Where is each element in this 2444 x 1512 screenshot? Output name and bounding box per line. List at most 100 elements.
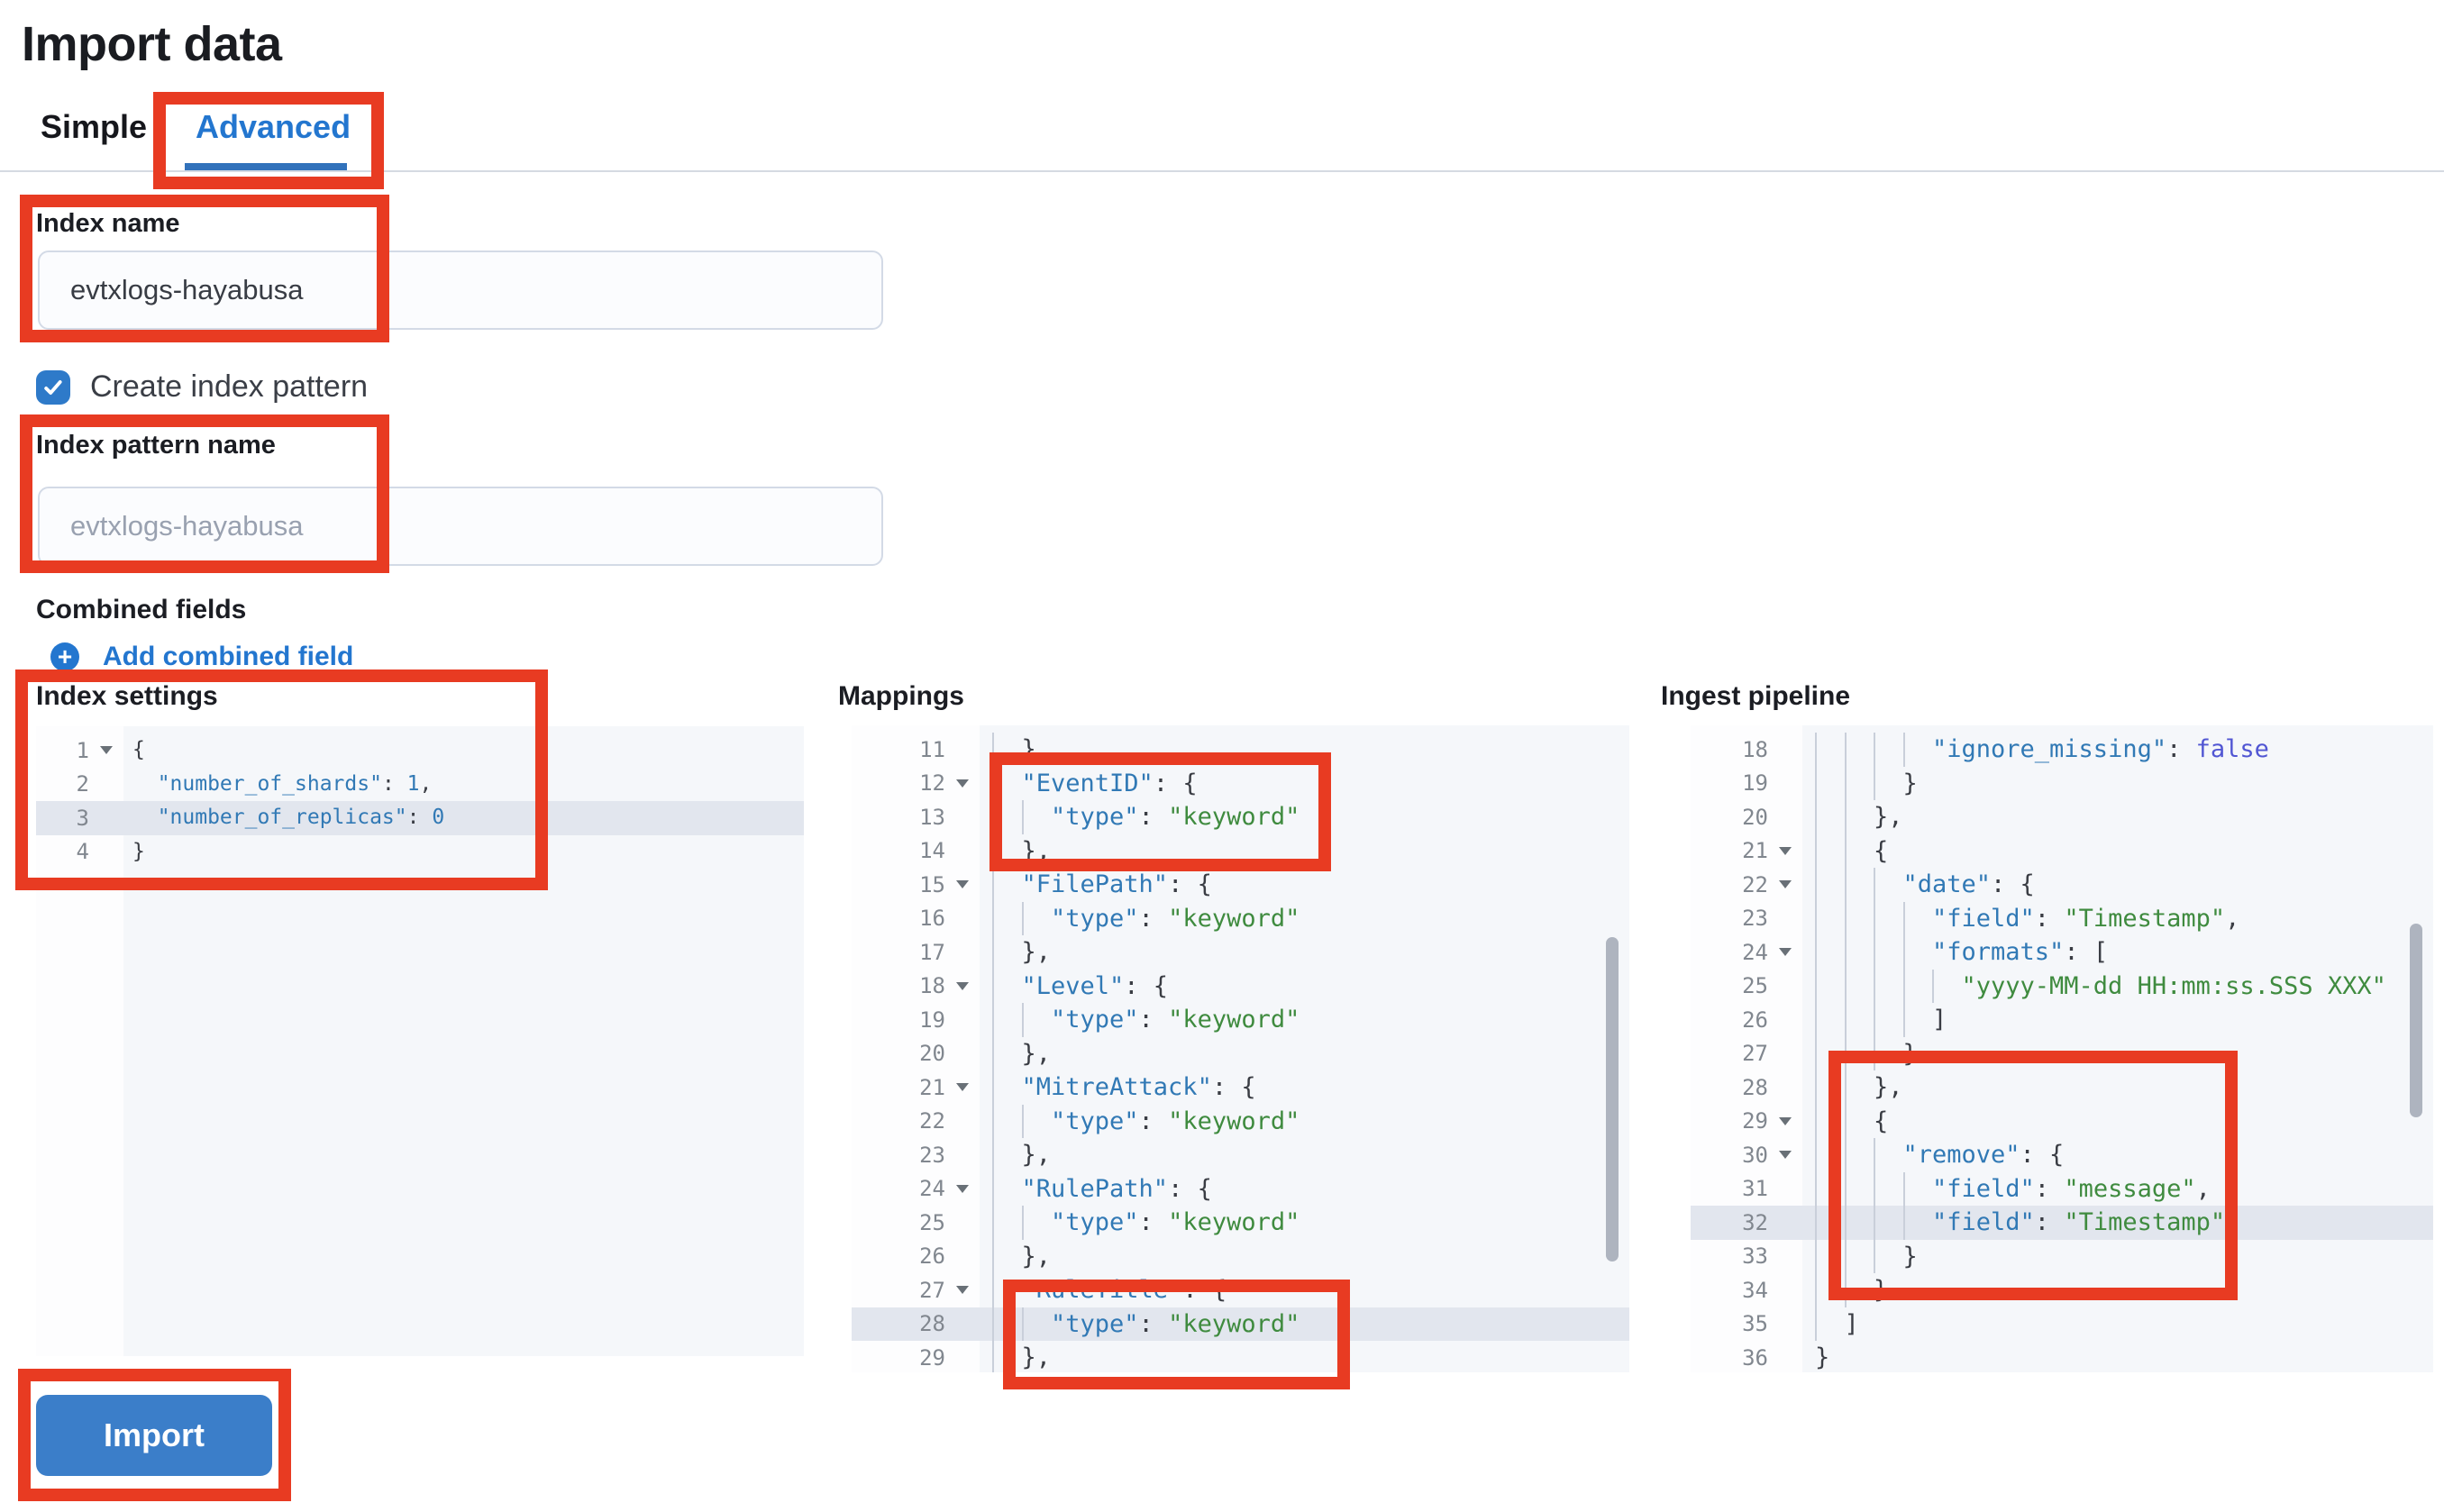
line-number: 11 (919, 736, 945, 762)
line-number: 28 (852, 1307, 980, 1341)
vertical-scrollbar[interactable] (1606, 937, 1619, 1262)
line-number: 23 (919, 1142, 945, 1168)
line-number: 34 (1742, 1277, 1768, 1303)
fold-arrow-icon[interactable] (1779, 948, 1792, 957)
indent-guide (992, 1138, 994, 1172)
indent-guide (1815, 935, 1817, 970)
checkbox-checked-icon[interactable] (36, 369, 70, 405)
indent-guide (1844, 1206, 1847, 1240)
code-line: }, (980, 935, 1629, 970)
indent-guide (1021, 1003, 1024, 1037)
fold-arrow-icon[interactable] (1779, 1151, 1792, 1160)
indent-guide (992, 935, 994, 970)
code-line: }, (980, 1239, 1629, 1273)
line-number: 13 (919, 804, 945, 830)
active-tab-underline (185, 163, 347, 172)
code-line: }, (980, 1036, 1629, 1070)
header-divider (0, 170, 2444, 172)
code-line: ] (1802, 1003, 2433, 1037)
line-number: 26 (1742, 1006, 1768, 1033)
fold-arrow-icon[interactable] (1779, 880, 1792, 889)
index-name-input[interactable] (38, 250, 883, 330)
check-icon (44, 379, 62, 395)
code-line: "number_of_replicas": 0 (123, 801, 804, 835)
indent-guide (1844, 1273, 1847, 1307)
fold-arrow-icon[interactable] (956, 981, 969, 990)
indent-guide (1874, 1239, 1875, 1273)
indent-guide (1815, 901, 1817, 935)
code-line: "type": "keyword" (980, 1206, 1629, 1240)
indent-guide (992, 868, 994, 902)
line-number: 20 (919, 1041, 945, 1067)
fold-arrow-icon[interactable] (1779, 846, 1792, 855)
import-button[interactable]: Import (36, 1395, 272, 1476)
indent-guide (1021, 1104, 1024, 1138)
line-number: 27 (852, 1273, 980, 1307)
code-line: "type": "keyword" (980, 901, 1629, 935)
tab-simple[interactable]: Simple (41, 108, 148, 145)
code-line: "Level": { (980, 969, 1629, 1003)
indent-guide (1874, 1003, 1875, 1037)
indent-guide (992, 901, 994, 935)
fold-arrow-icon[interactable] (956, 1184, 969, 1193)
line-number: 33 (1742, 1243, 1768, 1270)
indent-guide (1874, 733, 1875, 767)
code-line: } (1802, 1239, 2433, 1273)
code-line: { (1802, 1104, 2433, 1138)
fold-arrow-icon[interactable] (100, 746, 113, 755)
indent-guide (1815, 800, 1817, 834)
indent-guide (1902, 969, 1905, 1003)
code-area[interactable]: "ignore_missing": false}},{"date": {"fie… (1802, 725, 2433, 1372)
line-number: 19 (919, 1006, 945, 1033)
indent-guide (1021, 1206, 1024, 1240)
fold-arrow-icon[interactable] (956, 1286, 969, 1295)
indent-guide (1815, 1070, 1817, 1105)
line-number: 22 (1691, 868, 1802, 902)
vertical-scrollbar[interactable] (2410, 924, 2422, 1117)
indent-guide (1874, 766, 1875, 800)
fold-arrow-icon[interactable] (956, 779, 969, 788)
indent-guide (1902, 901, 1905, 935)
indent-guide (1815, 1307, 1817, 1341)
fold-arrow-icon[interactable] (1779, 1116, 1792, 1125)
indent-guide (1844, 1239, 1847, 1273)
mappings-label: Mappings (838, 681, 964, 711)
indent-guide (1874, 1036, 1875, 1070)
indent-guide (1815, 1003, 1817, 1037)
code-line: "FilePath": { (980, 868, 1629, 902)
index-pattern-name-input[interactable] (38, 487, 883, 566)
indent-guide (1021, 1307, 1024, 1341)
add-combined-field-label: Add combined field (103, 642, 354, 671)
indent-guide (1844, 1003, 1847, 1037)
line-number: 21 (1691, 834, 1802, 869)
fold-arrow-icon[interactable] (956, 1083, 969, 1092)
indent-guide (1844, 1171, 1847, 1206)
code-line: "type": "keyword" (980, 1307, 1629, 1341)
tab-advanced[interactable]: Advanced (196, 108, 351, 145)
indent-guide (1874, 1138, 1875, 1172)
create-index-pattern-label[interactable]: Create index pattern (90, 369, 369, 404)
add-combined-field-link[interactable]: + Add combined field (50, 642, 353, 672)
code-area[interactable]: },"EventID": {"type": "keyword"},"FilePa… (980, 725, 1629, 1372)
indent-guide (992, 833, 994, 868)
line-number: 35 (1742, 1311, 1768, 1337)
indent-guide (1815, 1273, 1817, 1307)
indent-guide (992, 1273, 994, 1307)
fold-arrow-icon[interactable] (956, 880, 969, 889)
indent-guide (1021, 901, 1024, 935)
code-area[interactable]: {"number_of_shards": 1,"number_of_replic… (123, 726, 804, 1356)
line-number: 22 (919, 1108, 945, 1134)
code-line: "field": "Timestamp" (1802, 1206, 2433, 1240)
code-line: }, (1802, 1070, 2433, 1105)
code-line: "field": "message", (1802, 1171, 2433, 1206)
indent-guide (992, 1003, 994, 1037)
line-number: 25 (1742, 973, 1768, 999)
code-line: }, (980, 1341, 1629, 1372)
line-number: 29 (919, 1344, 945, 1371)
